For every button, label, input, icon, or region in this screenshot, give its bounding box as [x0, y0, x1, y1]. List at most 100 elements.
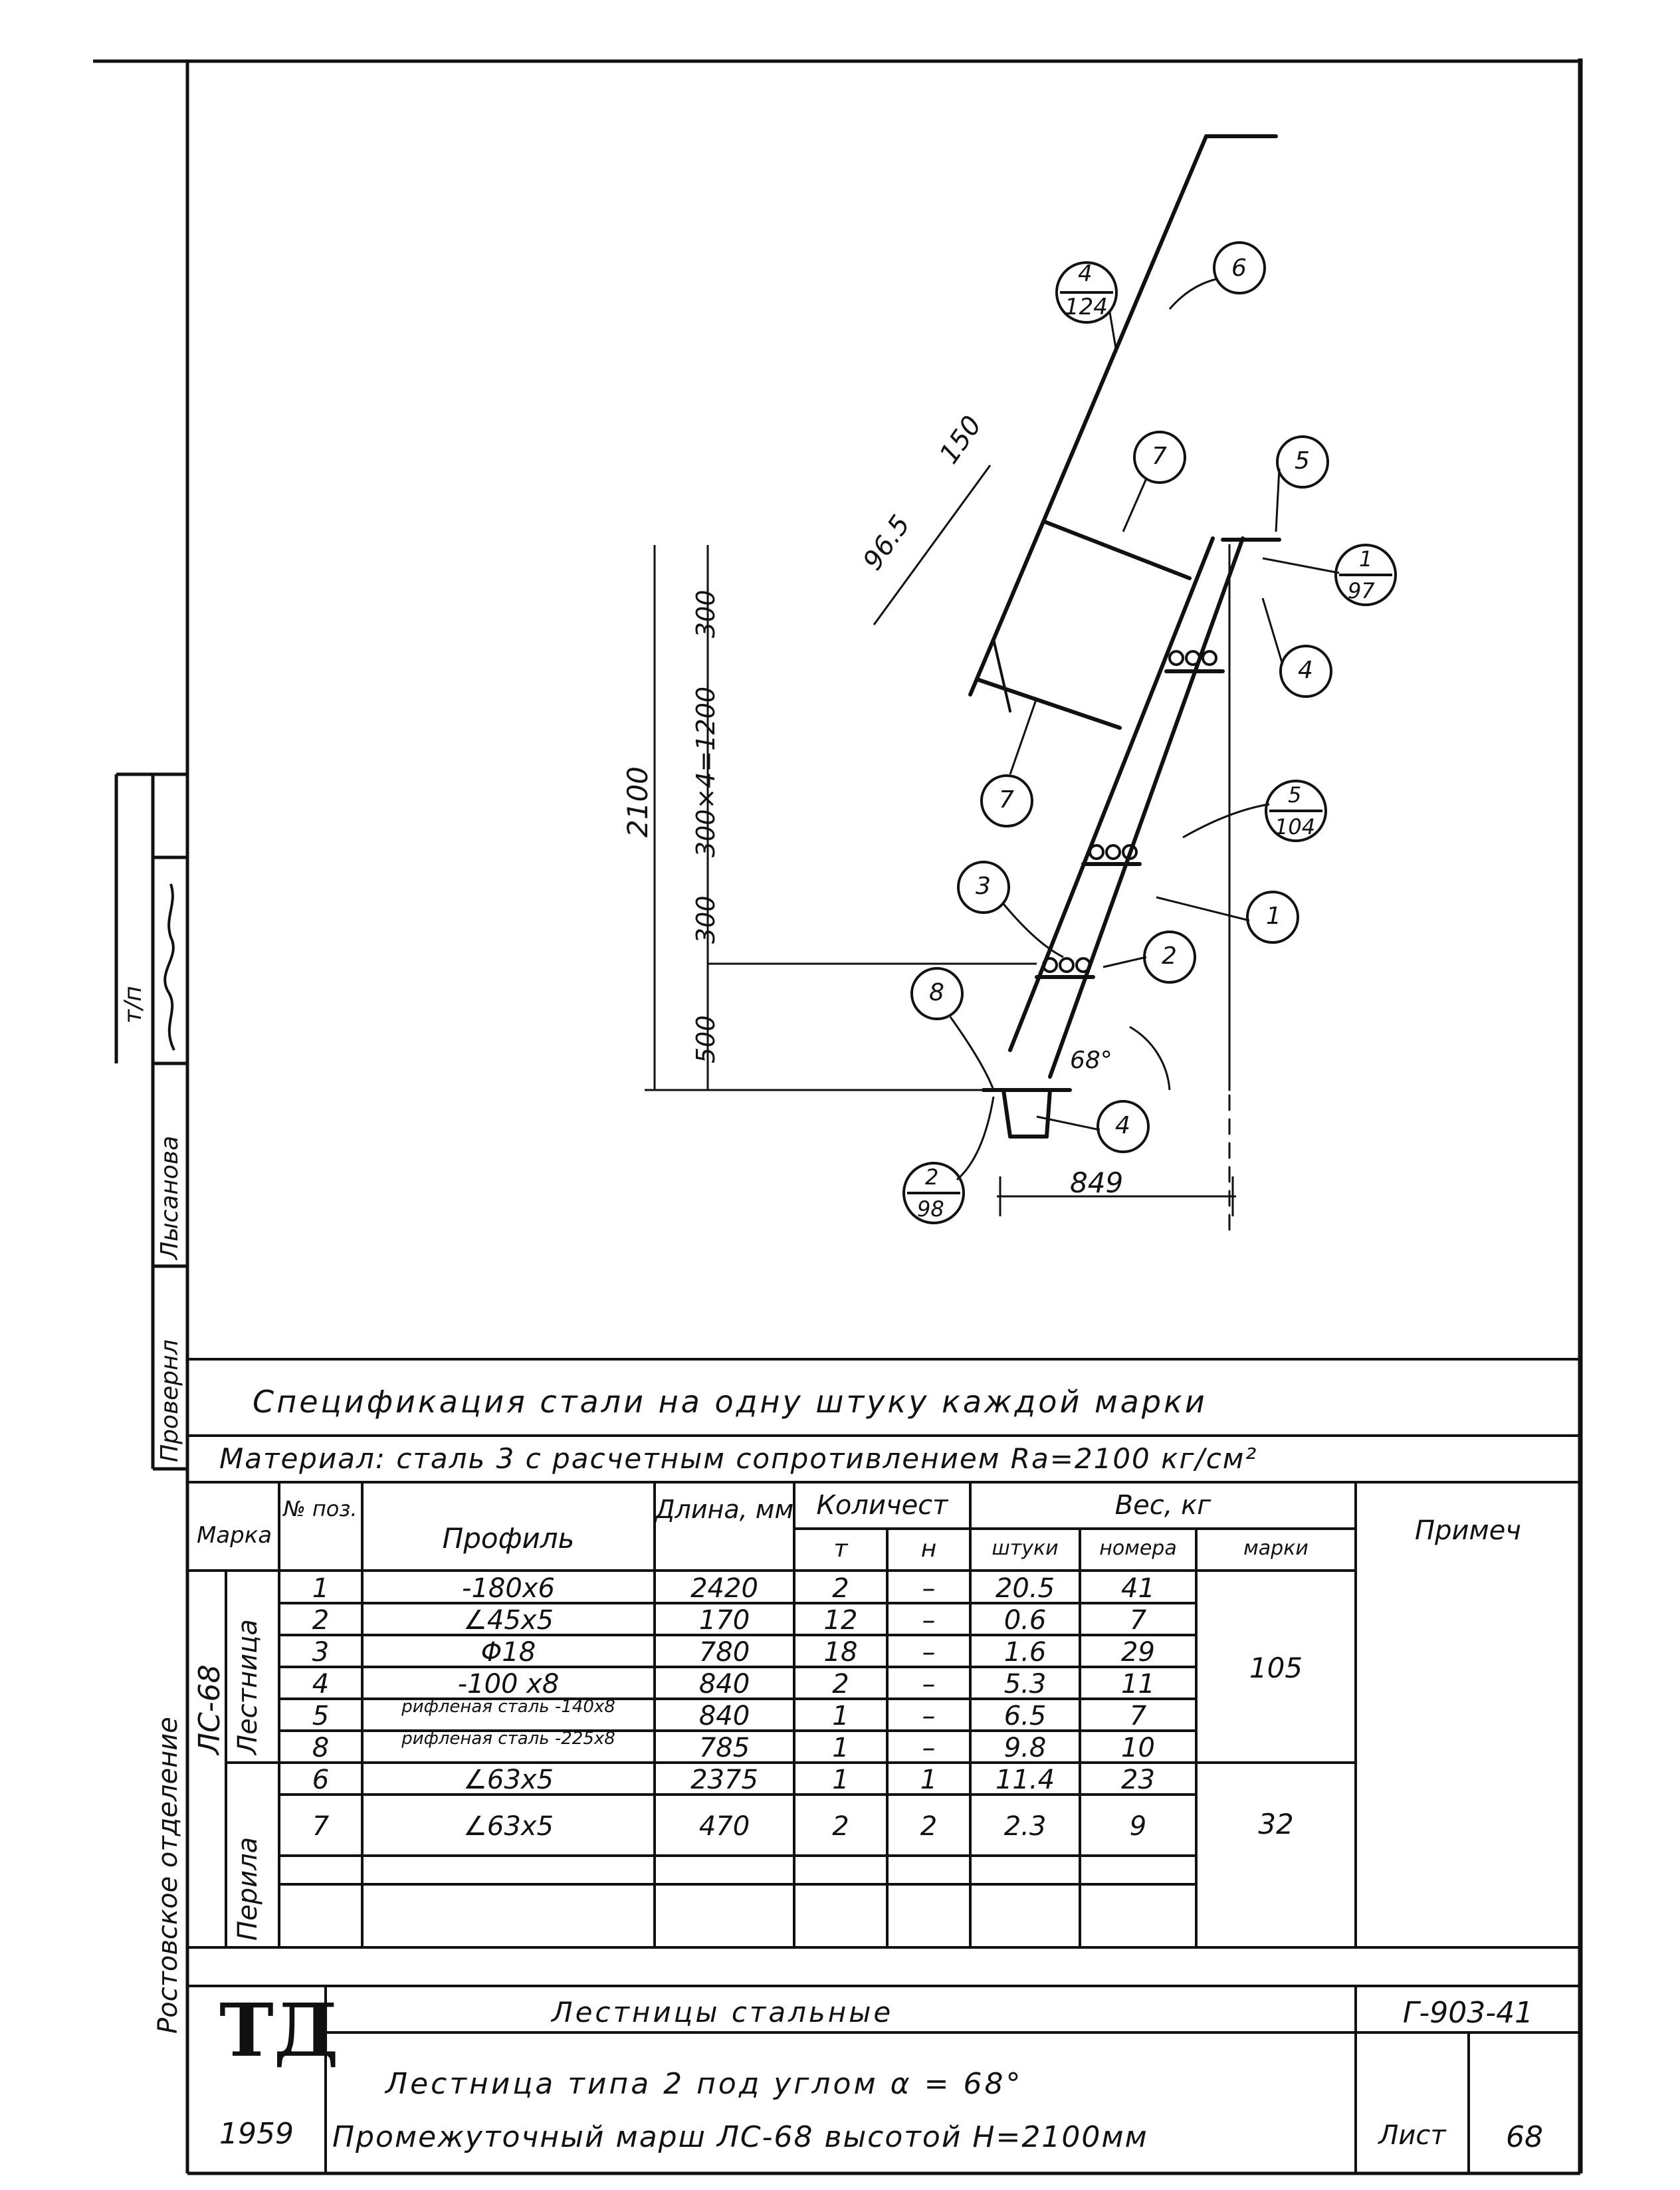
callout-2-98-top: 2	[925, 1164, 939, 1190]
callout-8: 8	[929, 979, 944, 1006]
row-pos: 5	[312, 1701, 330, 1731]
row-w-piece: 5.3	[1003, 1669, 1047, 1699]
row-qty-t: 1	[832, 1701, 849, 1731]
row-profile: ∠63x5	[463, 1811, 554, 1842]
row-qty-t: 2	[832, 1669, 849, 1699]
mark-ls68: ЛС-68	[193, 1664, 227, 1755]
callout-3: 3	[976, 873, 991, 900]
callout-4-right: 4	[1298, 657, 1313, 684]
spec-title: Спецификация стали на одну штуку каждой …	[253, 1384, 1208, 1420]
row-w-numbers: 29	[1121, 1637, 1155, 1668]
row-length: 170	[698, 1605, 750, 1636]
mark-weight-railing: 32	[1258, 1808, 1294, 1840]
callout-1-97-bot: 97	[1348, 578, 1375, 603]
sheet-label: Лист	[1378, 2120, 1446, 2151]
row-profile: -180x6	[462, 1573, 555, 1604]
hdr-qty: Количест	[816, 1490, 948, 1521]
row-pos: 1	[312, 1573, 330, 1604]
callout-4-bottom: 4	[1115, 1112, 1130, 1139]
row-pos: 2	[312, 1605, 330, 1636]
row-qty-n: –	[922, 1733, 936, 1763]
callout-6: 6	[1231, 255, 1247, 282]
row-qty-n: –	[922, 1605, 936, 1636]
row-qty-t: 12	[823, 1605, 858, 1636]
hdr-profile: Профиль	[442, 1522, 575, 1555]
row-w-piece: 0.6	[1003, 1605, 1047, 1636]
mark-weight-stair: 105	[1249, 1652, 1303, 1684]
row-profile: рифленая сталь -140x8	[401, 1697, 615, 1717]
row-length: 785	[698, 1733, 750, 1763]
row-w-piece: 20.5	[995, 1573, 1055, 1604]
row-w-piece: 9.8	[1003, 1733, 1047, 1763]
title-line1: Лестницы стальные	[552, 1996, 894, 2028]
dim-angle: 68°	[1070, 1047, 1112, 1074]
row-qty-t: 2	[832, 1811, 849, 1842]
callout-4-124-bot: 124	[1065, 294, 1108, 320]
row-length: 2420	[690, 1573, 758, 1604]
row-qty-n: –	[922, 1573, 936, 1604]
title-line2: Лестница типа 2 под углом α = 68°	[385, 2067, 1023, 2101]
stamp-checked-by: Провернл	[156, 1339, 183, 1462]
hdr-w-piece: штуки	[992, 1537, 1059, 1560]
row-profile: рифленая сталь -225x8	[401, 1729, 615, 1749]
callout-7-left: 7	[999, 786, 1014, 814]
row-length: 470	[698, 1811, 750, 1842]
row-profile: ∠63x5	[463, 1765, 554, 1795]
year: 1959	[219, 2117, 294, 2151]
stamp-org: Ростовское отделение	[153, 1717, 183, 2034]
callout-1-97-top: 1	[1359, 546, 1373, 572]
dim-500: 500	[691, 1015, 720, 1063]
stamp-tp: т/п	[120, 986, 147, 1024]
row-w-piece: 6.5	[1003, 1701, 1047, 1731]
hdr-note: Примеч	[1415, 1515, 1521, 1546]
logo: ТД	[219, 1987, 339, 2073]
row-profile: ∠45x5	[463, 1605, 554, 1636]
row-qty-n: 1	[920, 1765, 938, 1795]
row-pos: 7	[312, 1811, 330, 1842]
doc-code: Г-903-41	[1402, 1996, 1534, 2030]
stamp-name: Лысанова	[156, 1135, 183, 1259]
row-length: 840	[698, 1669, 750, 1699]
row-pos: 6	[312, 1765, 330, 1795]
spec-material: Материал: сталь 3 с расчетным сопротивле…	[219, 1442, 1258, 1475]
hdr-w-numbers: номера	[1099, 1537, 1177, 1560]
hdr-length: Длина, мм	[655, 1495, 794, 1524]
hdr-w-mark: марки	[1243, 1537, 1309, 1560]
group-stair: Лестница	[233, 1619, 263, 1755]
stair-drawing	[645, 134, 1397, 1231]
group-railing: Перила	[233, 1836, 263, 1941]
row-w-piece: 1.6	[1003, 1637, 1047, 1668]
row-qty-n: –	[922, 1701, 936, 1731]
row-pos: 4	[312, 1669, 330, 1699]
row-pos: 3	[312, 1637, 330, 1668]
row-qty-n: 2	[920, 1811, 938, 1842]
row-qty-n: –	[922, 1669, 936, 1699]
row-qty-n: –	[922, 1637, 936, 1668]
row-length: 780	[698, 1637, 750, 1668]
row-w-numbers: 7	[1129, 1605, 1147, 1636]
row-w-numbers: 41	[1121, 1573, 1155, 1604]
hdr-qty-n: н	[920, 1535, 937, 1563]
callout-5-top: 5	[1295, 447, 1310, 475]
title-line3: Промежуточный марш ЛС-68 высотой Н=2100м…	[332, 2120, 1148, 2154]
hdr-marka: Марка	[196, 1522, 272, 1549]
row-length: 2375	[690, 1765, 758, 1795]
callout-2-98-bot: 98	[917, 1196, 944, 1222]
row-qty-t: 1	[832, 1765, 849, 1795]
callout-4-124-top: 4	[1078, 261, 1093, 287]
sheet-number: 68	[1506, 2120, 1543, 2154]
dim-total-height: 2100	[621, 766, 654, 837]
dim-300: 300	[691, 895, 720, 944]
row-length: 840	[698, 1701, 750, 1731]
row-pos: 8	[312, 1733, 330, 1763]
callout-2: 2	[1162, 942, 1177, 970]
dim-width: 849	[1070, 1166, 1124, 1199]
hdr-no-pos: № поз.	[283, 1496, 358, 1521]
row-w-numbers: 10	[1121, 1733, 1155, 1763]
row-w-numbers: 11	[1121, 1669, 1155, 1699]
hdr-qty-t: т	[833, 1535, 848, 1563]
hdr-weight: Вес, кг	[1114, 1490, 1211, 1521]
row-w-piece: 2.3	[1003, 1811, 1047, 1842]
callout-5-104-bot: 104	[1275, 814, 1316, 839]
